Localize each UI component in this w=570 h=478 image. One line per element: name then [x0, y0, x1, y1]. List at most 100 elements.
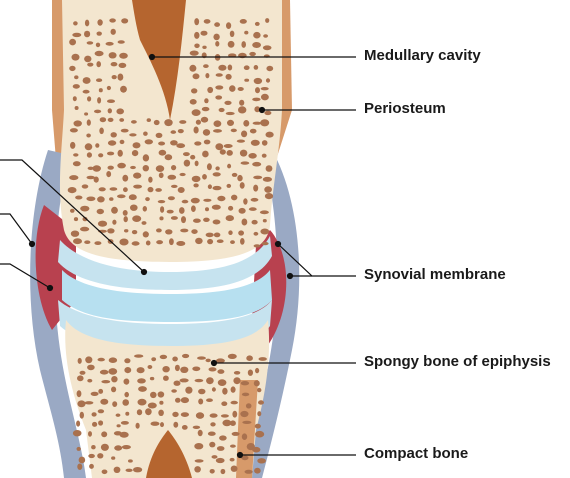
bone-pore: [252, 220, 258, 225]
bone-pore: [143, 165, 149, 171]
bone-pore: [212, 455, 218, 459]
bone-pore: [125, 412, 129, 416]
bone-pore: [190, 155, 195, 160]
bone-pore: [163, 376, 169, 381]
bone-pore: [83, 77, 91, 84]
bone-pore: [227, 164, 231, 169]
bone-pore: [84, 56, 91, 63]
bone-pore: [121, 18, 128, 23]
bone-pore: [242, 433, 247, 440]
bone-pore: [109, 357, 117, 363]
bone-pore: [262, 154, 267, 158]
bone-pore: [178, 129, 184, 133]
bone-pore: [145, 197, 150, 201]
bone-pore: [228, 354, 237, 359]
bone-pore: [106, 42, 114, 46]
bone-pore: [97, 209, 104, 214]
bone-pore: [185, 387, 192, 394]
bone-pore: [232, 432, 240, 436]
bone-pore: [99, 88, 103, 92]
bone-pore: [226, 215, 234, 221]
bone-pore: [88, 431, 92, 437]
bone-pore: [101, 431, 107, 437]
bone-pore: [222, 388, 227, 395]
bone-pore: [85, 143, 93, 150]
bone-pore: [99, 128, 104, 135]
bone-pore: [124, 392, 129, 397]
bone-pore: [190, 51, 199, 56]
bone-pore: [128, 459, 133, 462]
bone-pore: [97, 97, 101, 103]
bone-pore: [154, 120, 160, 125]
bone-pore: [88, 454, 95, 458]
bone-pore: [164, 119, 172, 126]
bone-pore: [179, 207, 185, 214]
bone-pore: [266, 78, 270, 82]
bone-pore: [215, 95, 222, 99]
bone-pore: [214, 233, 221, 238]
bone-pore: [100, 399, 108, 405]
bone-pore: [212, 205, 221, 210]
bone-pore: [205, 73, 209, 78]
bone-pore: [74, 120, 82, 126]
bone-pore: [132, 150, 138, 156]
bone-pore: [231, 386, 236, 392]
bone-pore: [109, 18, 116, 22]
bone-pore: [194, 466, 201, 472]
bone-pore: [72, 54, 80, 61]
bone-pore: [243, 120, 249, 127]
bone-pore: [206, 359, 211, 363]
bone-pore: [98, 409, 104, 413]
bone-pore: [182, 354, 189, 358]
bone-pore: [133, 142, 141, 148]
bone-pore: [121, 421, 129, 425]
bone-pore: [231, 401, 238, 405]
bone-pore: [218, 65, 226, 71]
bone-pore: [191, 88, 197, 93]
bone-pore: [171, 165, 176, 170]
bone-pore: [221, 469, 226, 474]
bone-pore: [130, 166, 136, 169]
bone-pore: [255, 424, 261, 429]
bone-pore: [80, 371, 86, 375]
bone-pore: [204, 140, 211, 145]
bone-pore: [183, 152, 190, 156]
bone-pore: [130, 205, 138, 211]
bone-pore: [107, 99, 115, 103]
bone-pore: [180, 378, 189, 382]
bone-pore: [213, 34, 219, 41]
leader-dot-periosteum: [260, 108, 265, 113]
bone-pore: [198, 389, 205, 395]
bone-pore: [244, 79, 249, 82]
bone-pore: [195, 238, 203, 244]
bone-pore: [112, 220, 116, 225]
bone-pore: [171, 130, 177, 134]
bone-pore: [80, 206, 89, 212]
bone-pore: [221, 414, 229, 417]
bone-pore: [240, 150, 247, 157]
bone-pore: [229, 85, 235, 92]
bone-pore: [160, 355, 167, 359]
bone-pore: [252, 162, 261, 167]
bone-pore: [170, 140, 178, 145]
bone-pore: [70, 142, 75, 149]
bone-pore: [255, 87, 260, 93]
bone-pore: [173, 422, 178, 428]
bone-pore: [73, 96, 77, 101]
bone-pore: [69, 39, 76, 46]
bone-pore: [193, 219, 201, 223]
bone-pore: [176, 241, 185, 246]
bone-pore: [181, 397, 189, 403]
bone-pore: [212, 387, 216, 391]
bone-pore: [73, 84, 80, 89]
bone-pore: [122, 175, 128, 182]
bone-pore: [261, 94, 269, 101]
bone-pore: [264, 111, 271, 115]
bone-pore: [158, 410, 164, 416]
leader-dot-left-3: [48, 286, 53, 291]
bone-pore: [156, 240, 163, 244]
bone-pore: [97, 19, 102, 25]
bone-pore: [71, 231, 79, 237]
bone-pore: [98, 420, 103, 425]
